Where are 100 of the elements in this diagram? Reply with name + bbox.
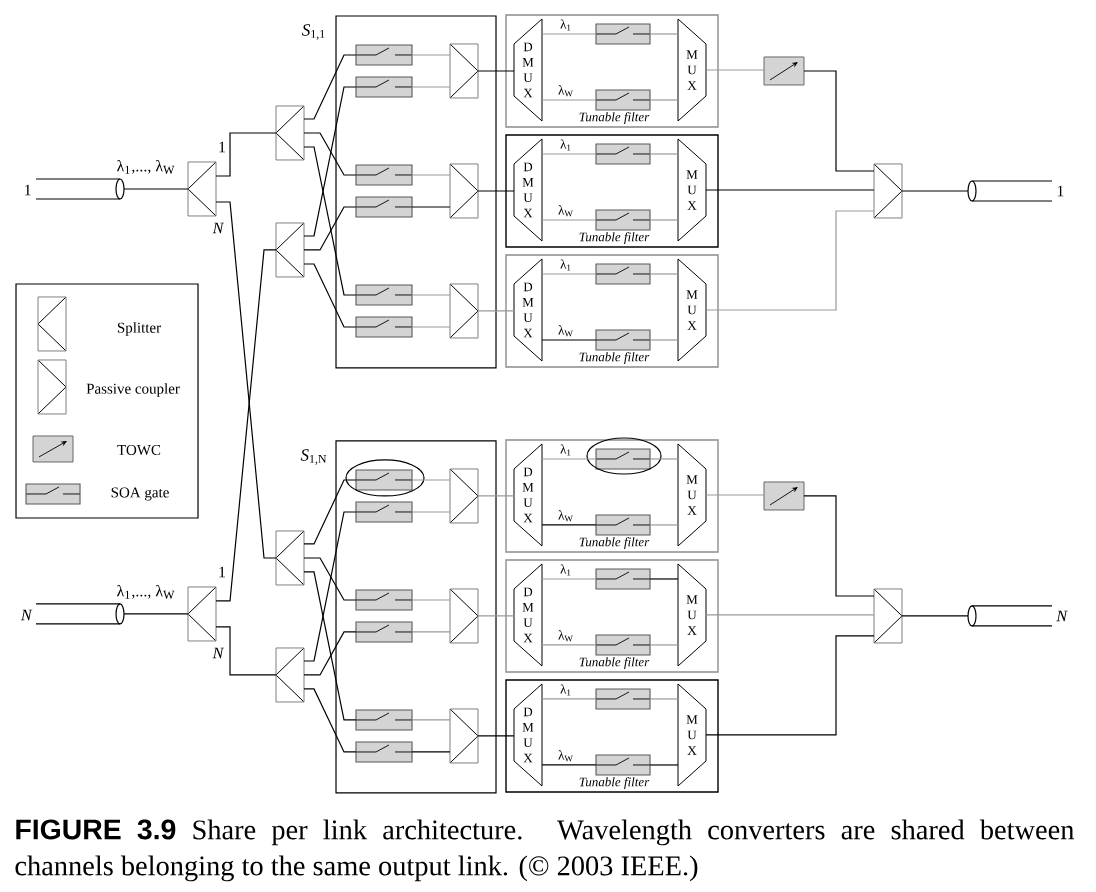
connector: [303, 511, 357, 662]
coupler-symbol: [449, 283, 479, 339]
connector: [901, 615, 969, 617]
port-label: N: [212, 222, 225, 234]
connector: [303, 132, 357, 176]
splitter-symbol: [275, 647, 305, 703]
connector: [803, 70, 875, 172]
connector: [477, 310, 515, 312]
fiber: [35, 603, 125, 625]
connector: [541, 524, 597, 526]
converter-symbol: [763, 56, 805, 86]
connector: [477, 735, 515, 737]
switch-box: S$_{1,N}$: [300, 440, 497, 794]
fiber: [35, 178, 125, 200]
fiber-label: 1: [1057, 185, 1064, 197]
caption: FIGURE 3.9 Share per link architecture. Wavelength converters are shared between channels belonging to the same output link. (© 2003 IEEE.): [15, 819, 1075, 882]
gate-symbol: [355, 76, 413, 98]
connector: [411, 631, 451, 633]
port-label: 1: [219, 141, 226, 153]
connector: [649, 764, 679, 766]
connector: [649, 339, 679, 341]
connector: [411, 54, 451, 56]
edge-label: λ$_{1}$,..., λ$_{W}$: [117, 160, 175, 174]
connector: [303, 571, 357, 721]
connector: [303, 86, 357, 237]
connector: [477, 70, 515, 72]
connector: [541, 153, 597, 155]
connector: [649, 99, 679, 101]
connector: [541, 698, 597, 700]
connector: [541, 33, 597, 35]
gate-symbol: [355, 469, 413, 491]
gate-symbol: [595, 688, 651, 710]
connector: [705, 210, 875, 311]
connector: [123, 188, 189, 190]
connector: [123, 613, 189, 615]
fiber-label: 1: [25, 184, 31, 196]
splitter-symbol: [275, 222, 305, 278]
gate-symbol: [595, 263, 651, 285]
gate-symbol: [595, 89, 651, 111]
connector: [649, 153, 679, 155]
switch-box: S$_{1,1}$: [302, 15, 497, 369]
gate-symbol: [355, 44, 413, 66]
connector: [303, 631, 357, 676]
connector: [411, 294, 451, 296]
connector: [477, 495, 515, 497]
node-label: S$_{1,N}$: [300, 449, 327, 465]
connector: [705, 494, 765, 496]
gate-symbol: [595, 329, 651, 351]
gate-symbol: [595, 634, 651, 656]
connector: [303, 557, 357, 601]
gate-symbol: [595, 23, 651, 45]
connector: [411, 719, 451, 721]
connector: [705, 69, 765, 71]
connector: [411, 599, 451, 601]
converter-symbol: [763, 481, 805, 511]
connector: [411, 479, 451, 481]
connector: [649, 33, 679, 35]
connector: [477, 190, 515, 192]
connector: [303, 146, 357, 296]
connector: [803, 495, 875, 597]
connector: [215, 201, 277, 559]
connector: [541, 644, 597, 646]
connector: [649, 698, 679, 700]
connector: [303, 263, 357, 328]
connector: [477, 615, 515, 617]
gate-symbol: [355, 164, 413, 186]
connector: [215, 626, 277, 676]
connector: [411, 174, 451, 176]
gate-symbol: [355, 589, 413, 611]
port-label: N: [212, 647, 225, 659]
connector: [705, 189, 875, 191]
gate-symbol: [355, 196, 413, 218]
coupler-symbol: [449, 468, 479, 524]
gate-symbol: [595, 209, 651, 231]
connector: [411, 511, 451, 513]
gate-symbol: [355, 741, 413, 763]
connector: [901, 190, 969, 192]
connector: [303, 54, 357, 120]
splitter-symbol: [187, 586, 217, 642]
connector: [303, 206, 357, 251]
gate-symbol: [355, 501, 413, 523]
connector: [411, 86, 451, 88]
connector: [705, 614, 875, 616]
connector: [541, 458, 597, 460]
connector: [215, 132, 277, 177]
connector: [541, 219, 597, 221]
connector: [649, 219, 679, 221]
gate-symbol: [595, 514, 651, 536]
connector: [705, 635, 875, 736]
fiber-label: N: [1056, 610, 1068, 622]
coupler-symbol: [449, 43, 479, 99]
coupler-symbol: [449, 588, 479, 644]
node-label: S$_{1,1}$: [302, 24, 325, 40]
gate-symbol: [355, 316, 413, 338]
port-label: 1: [219, 566, 226, 578]
coupler-symbol: [449, 163, 479, 219]
connector: [411, 206, 451, 208]
connector: [411, 751, 451, 753]
splitter-symbol: [187, 161, 217, 217]
connector: [649, 524, 679, 526]
